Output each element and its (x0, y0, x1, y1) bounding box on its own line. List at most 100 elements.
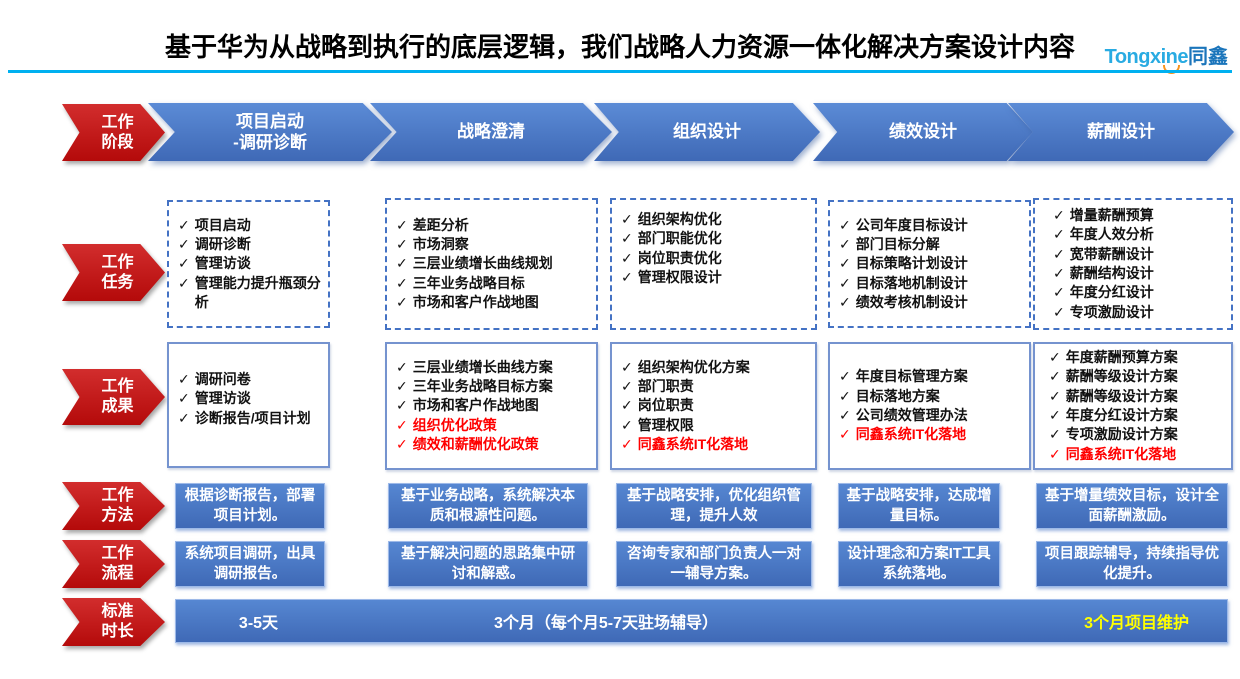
check-icon: ✓ (178, 409, 190, 426)
result-item: ✓部门职责 (621, 377, 811, 396)
check-icon: ✓ (1049, 426, 1061, 443)
check-icon: ✓ (178, 274, 190, 291)
process-box-4: 设计理念和方案IT工具系统落地。 (838, 541, 1000, 587)
task-list: ✓公司年度目标设计 ✓部门目标分解 ✓目标策略计划设计 ✓目标落地机制设计 ✓绩… (830, 202, 1029, 326)
task-item: ✓年度人效分析 (1053, 225, 1227, 244)
stage-arrow-label: 组织设计 (673, 122, 741, 142)
stage-arrow-compensation-design: 薪酬设计 (1008, 103, 1234, 161)
row-label-text: 阶段 (101, 133, 134, 151)
duration-segment-diagnosis: 3-5天 (238, 615, 279, 632)
row-label-text: 方法 (101, 507, 134, 524)
method-box-1: 根据诊断报告，部署项目计划。 (175, 483, 325, 529)
result-item: ✓绩效和薪酬优化政策 (396, 435, 592, 454)
row-label-tasks: 工作任务 (62, 244, 165, 301)
stage-arrow-performance-design: 绩效设计 (813, 103, 1033, 161)
check-icon: ✓ (839, 293, 851, 310)
task-item: ✓部门目标分解 (839, 235, 1025, 254)
row-label-outputs: 工作成果 (62, 369, 165, 425)
check-icon: ✓ (396, 236, 408, 253)
page-title: 基于华为从战略到执行的底层逻辑，我们战略人力资源一体化解决方案设计内容 (164, 32, 1075, 62)
task-item: ✓目标落地机制设计 (839, 274, 1025, 293)
logo-text-en: Tongxine (1104, 46, 1189, 68)
task-item: ✓宽带薪酬设计 (1053, 245, 1227, 264)
stage-arrow-strategy-clarify: 战略澄清 (370, 103, 612, 161)
check-icon: ✓ (839, 387, 851, 404)
result-item: ✓市场和客户作战地图 (396, 396, 592, 415)
check-icon: ✓ (396, 435, 408, 452)
process-box-3: 咨询专家和部门负责人一对一辅导方案。 (616, 541, 812, 587)
check-icon: ✓ (1053, 265, 1065, 281)
task-box-1: ✓项目启动 ✓调研诊断 ✓管理访谈 ✓管理能力提升瓶颈分析 (167, 200, 330, 328)
task-item: ✓管理权限设计 (621, 268, 811, 287)
check-icon: ✓ (1049, 407, 1061, 423)
check-icon: ✓ (839, 368, 851, 385)
task-box-4: ✓公司年度目标设计 ✓部门目标分解 ✓目标策略计划设计 ✓目标落地机制设计 ✓绩… (828, 200, 1031, 328)
row-label-text: 标准 (101, 603, 134, 620)
row-label-method: 工作方法 (62, 482, 165, 530)
stage-arrow-label: 战略澄清 (457, 122, 525, 142)
check-icon: ✓ (178, 390, 190, 407)
check-icon: ✓ (178, 371, 190, 387)
task-item: ✓增量薪酬预算 (1053, 206, 1227, 225)
result-item: ✓组织架构优化方案 (621, 358, 811, 377)
result-item: ✓三年业务战略目标方案 (396, 377, 592, 396)
check-icon: ✓ (839, 407, 851, 423)
logo-smile-icon (1162, 65, 1180, 74)
row-label-text: 工作 (101, 253, 134, 271)
duration-segment-project: 3个月（每个月5-7天驻场辅导） (493, 615, 719, 632)
result-item: ✓管理访谈 (178, 389, 324, 408)
task-item: ✓差距分析 (396, 216, 592, 235)
check-icon: ✓ (1053, 245, 1065, 262)
result-box-1: ✓调研问卷 ✓管理访谈 ✓诊断报告/项目计划 (167, 342, 330, 468)
row-label-text: 任务 (101, 273, 134, 291)
check-icon: ✓ (839, 216, 851, 233)
task-list: ✓增量薪酬预算 ✓年度人效分析 ✓宽带薪酬设计 ✓薪酬结构设计 ✓年度分红设计 … (1035, 200, 1231, 328)
stage-arrow-label: 项目启动 (236, 111, 304, 131)
brand-logo: Tongxine同鑫 (1104, 40, 1228, 74)
row-label-text: 流程 (101, 565, 134, 582)
title-divider (8, 70, 1232, 73)
task-item: ✓市场洞察 (396, 235, 592, 254)
check-icon: ✓ (396, 274, 408, 291)
check-icon: ✓ (1053, 207, 1065, 224)
method-box-3: 基于战略安排，优化组织管理，提升人效 (616, 483, 812, 529)
check-icon: ✓ (839, 426, 851, 443)
result-list: ✓调研问卷 ✓管理访谈 ✓诊断报告/项目计划 (169, 344, 328, 466)
check-icon: ✓ (621, 435, 633, 452)
result-item: ✓三层业绩增长曲线方案 (396, 358, 592, 377)
task-list: ✓差距分析 ✓市场洞察 ✓三层业绩增长曲线规划 ✓三年业务战略目标 ✓市场和客户… (387, 200, 596, 328)
result-item: ✓同鑫系统IT化落地 (1049, 445, 1227, 464)
result-list: ✓年度薪酬预算方案 ✓薪酬等级设计方案 ✓薪酬等级设计方案 ✓年度分红设计方案 … (1035, 344, 1231, 468)
check-icon: ✓ (396, 397, 408, 414)
stage-arrow-label: 薪酬设计 (1087, 122, 1155, 142)
result-box-5: ✓年度薪酬预算方案 ✓薪酬等级设计方案 ✓薪酬等级设计方案 ✓年度分红设计方案 … (1033, 342, 1233, 470)
task-item: ✓组织架构优化 (621, 210, 811, 229)
result-list: ✓组织架构优化方案 ✓部门职责 ✓岗位职责 ✓管理权限 ✓同鑫系统IT化落地 (612, 344, 815, 468)
process-box-5: 项目跟踪辅导，持续指导优化提升。 (1036, 541, 1228, 587)
result-item: ✓同鑫系统IT化落地 (621, 435, 811, 454)
logo-text-cn: 同鑫 (1188, 46, 1228, 68)
check-icon: ✓ (178, 216, 190, 233)
row-label-duration: 标准时长 (62, 598, 165, 646)
result-list: ✓年度目标管理方案 ✓目标落地方案 ✓公司绩效管理办法 ✓同鑫系统IT化落地 (830, 344, 1029, 468)
check-icon: ✓ (621, 211, 633, 227)
check-icon: ✓ (396, 293, 408, 310)
method-box-4: 基于战略安排，达成增量目标。 (838, 483, 1000, 529)
result-box-2: ✓三层业绩增长曲线方案 ✓三年业务战略目标方案 ✓市场和客户作战地图 ✓组织优化… (385, 342, 598, 470)
task-box-2: ✓差距分析 ✓市场洞察 ✓三层业绩增长曲线规划 ✓三年业务战略目标 ✓市场和客户… (385, 198, 598, 330)
check-icon: ✓ (839, 255, 851, 272)
process-box-2: 基于解决问题的思路集中研讨和解惑。 (388, 541, 588, 587)
task-item: ✓岗位职责优化 (621, 249, 811, 268)
result-item: ✓公司绩效管理办法 (839, 406, 1025, 425)
task-item: ✓管理能力提升瓶颈分析 (178, 274, 321, 310)
stage-arrow-org-design: 组织设计 (594, 103, 820, 161)
row-label-process: 工作流程 (62, 540, 165, 588)
result-item: ✓年度分红设计方案 (1049, 406, 1227, 425)
result-item: ✓薪酬等级设计方案 (1049, 387, 1227, 406)
task-item: ✓绩效考核机制设计 (839, 293, 1025, 312)
duration-bar: 3-5天 3个月（每个月5-7天驻场辅导） 3个月项目维护 (175, 599, 1228, 643)
check-icon: ✓ (621, 230, 633, 247)
row-label-stage: 工作阶段 (62, 104, 165, 161)
check-icon: ✓ (396, 378, 408, 395)
task-item: ✓公司年度目标设计 (839, 216, 1025, 235)
